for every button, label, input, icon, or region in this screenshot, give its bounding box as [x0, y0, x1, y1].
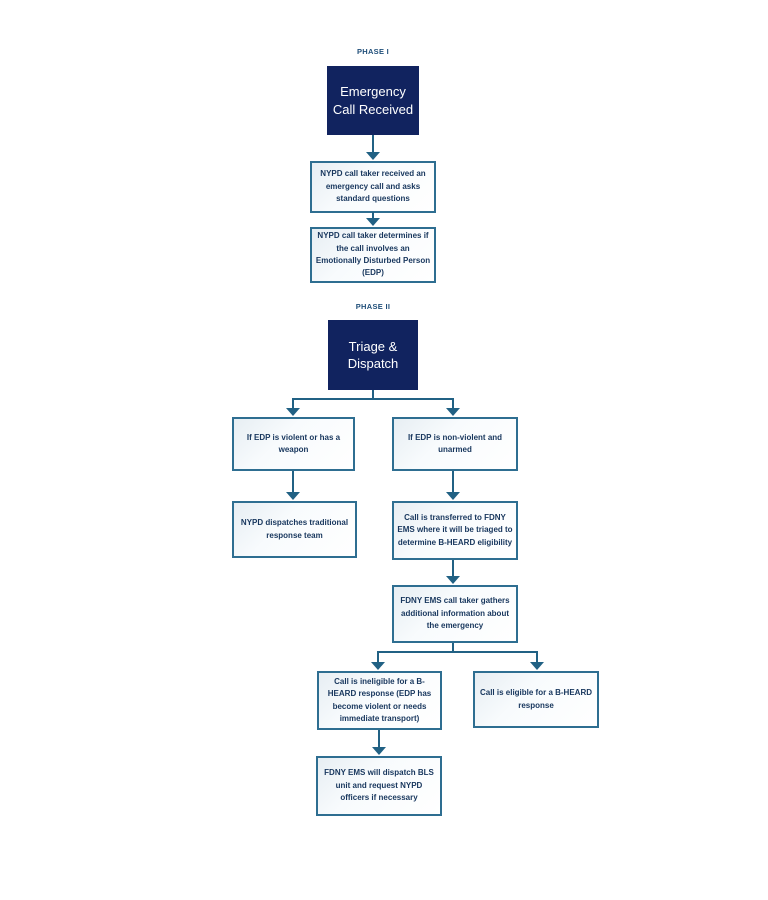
connector-line	[377, 651, 538, 653]
branch-violent-condition-box: If EDP is violent or has a weapon	[232, 417, 355, 471]
phase2-label: PHASE II	[355, 302, 391, 311]
arrowhead-down-icon	[530, 662, 544, 670]
connector-line	[292, 398, 454, 400]
arrowhead-down-icon	[446, 576, 460, 584]
step-call-received-box: NYPD call taker received an emergency ca…	[310, 161, 436, 213]
phase1-label: PHASE I	[356, 47, 390, 56]
arrowhead-down-icon	[446, 408, 460, 416]
phase2-header-box: Triage & Dispatch	[328, 320, 418, 390]
connector-line	[292, 471, 294, 493]
arrowhead-down-icon	[366, 218, 380, 226]
connector-line	[372, 135, 374, 153]
arrowhead-down-icon	[371, 662, 385, 670]
arrowhead-down-icon	[286, 408, 300, 416]
arrowhead-down-icon	[366, 152, 380, 160]
step-transfer-fdny-box: Call is transferred to FDNY EMS where it…	[392, 501, 518, 560]
connector-line	[536, 651, 538, 663]
connector-line	[452, 560, 454, 577]
connector-line	[372, 390, 374, 400]
phase1-header-box: Emergency Call Received	[327, 66, 419, 135]
action-dispatch-bls-box: FDNY EMS will dispatch BLS unit and requ…	[316, 756, 442, 816]
step-gather-info-box: FDNY EMS call taker gathers additional i…	[392, 585, 518, 643]
outcome-eligible-box: Call is eligible for a B-HEARD response	[473, 671, 599, 728]
arrowhead-down-icon	[372, 747, 386, 755]
connector-line	[372, 212, 374, 220]
connector-line	[452, 643, 454, 653]
connector-line	[452, 398, 454, 410]
arrowhead-down-icon	[286, 492, 300, 500]
branch-nonviolent-condition-box: If EDP is non-violent and unarmed	[392, 417, 518, 471]
connector-line	[452, 471, 454, 493]
arrowhead-down-icon	[446, 492, 460, 500]
connector-line	[292, 398, 294, 410]
connector-line	[378, 730, 380, 749]
action-nypd-dispatch-box: NYPD dispatches traditional response tea…	[232, 501, 357, 558]
step-edp-determination-box: NYPD call taker determines if the call i…	[310, 227, 436, 283]
connector-line	[377, 651, 379, 663]
outcome-ineligible-box: Call is ineligible for a B-HEARD respons…	[317, 671, 442, 730]
